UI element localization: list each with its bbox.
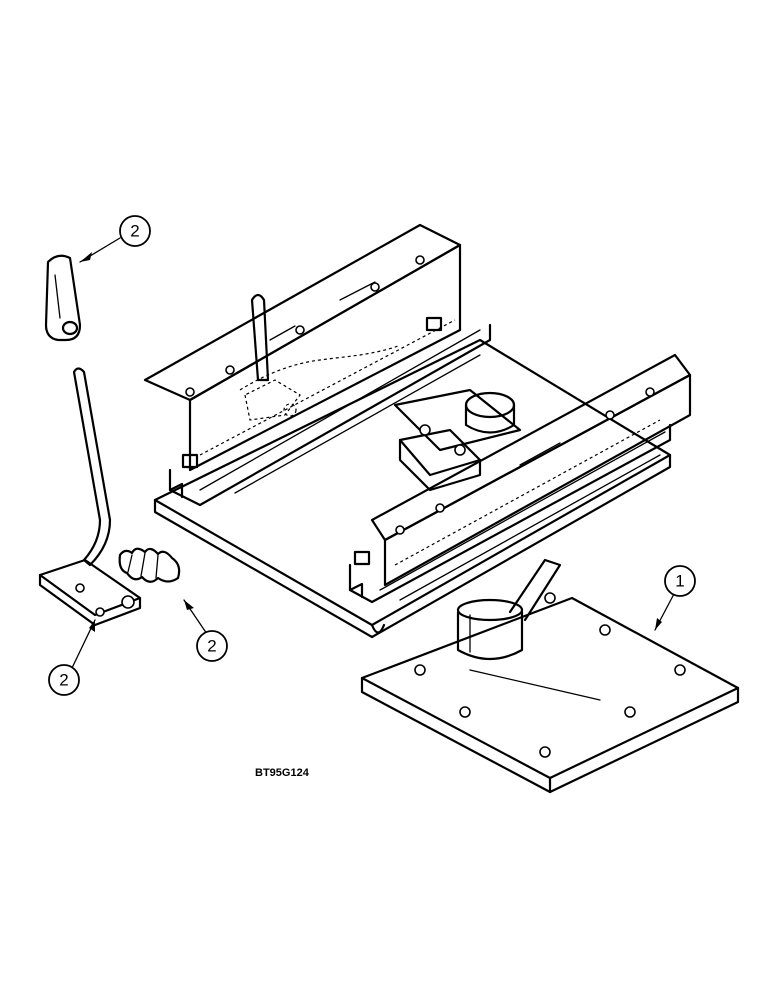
callout-1-seat-swivel: 1 bbox=[664, 565, 696, 597]
latch-plate-part bbox=[38, 367, 142, 627]
reference-code: BT95G124 bbox=[255, 767, 310, 779]
adjustment-lever bbox=[239, 293, 401, 421]
callout-label: 1 bbox=[675, 572, 684, 591]
handle-grip-part bbox=[44, 254, 82, 342]
callout-2-handle-grip: 2 bbox=[119, 215, 151, 247]
base-plate bbox=[360, 592, 740, 794]
callout-2-latch-plate: 2 bbox=[48, 664, 80, 696]
support-column bbox=[456, 558, 562, 660]
spring-part bbox=[118, 547, 181, 583]
swivel-latch bbox=[393, 388, 522, 492]
left-slide-rail bbox=[143, 223, 492, 507]
callout-label: 2 bbox=[207, 637, 216, 656]
callout-label: 2 bbox=[130, 222, 139, 241]
callout-2-spring: 2 bbox=[196, 630, 228, 662]
callout-label: 2 bbox=[59, 671, 68, 690]
right-slide-rail bbox=[348, 353, 692, 604]
seat-pan bbox=[153, 338, 672, 639]
callout-leaders bbox=[71, 237, 676, 669]
